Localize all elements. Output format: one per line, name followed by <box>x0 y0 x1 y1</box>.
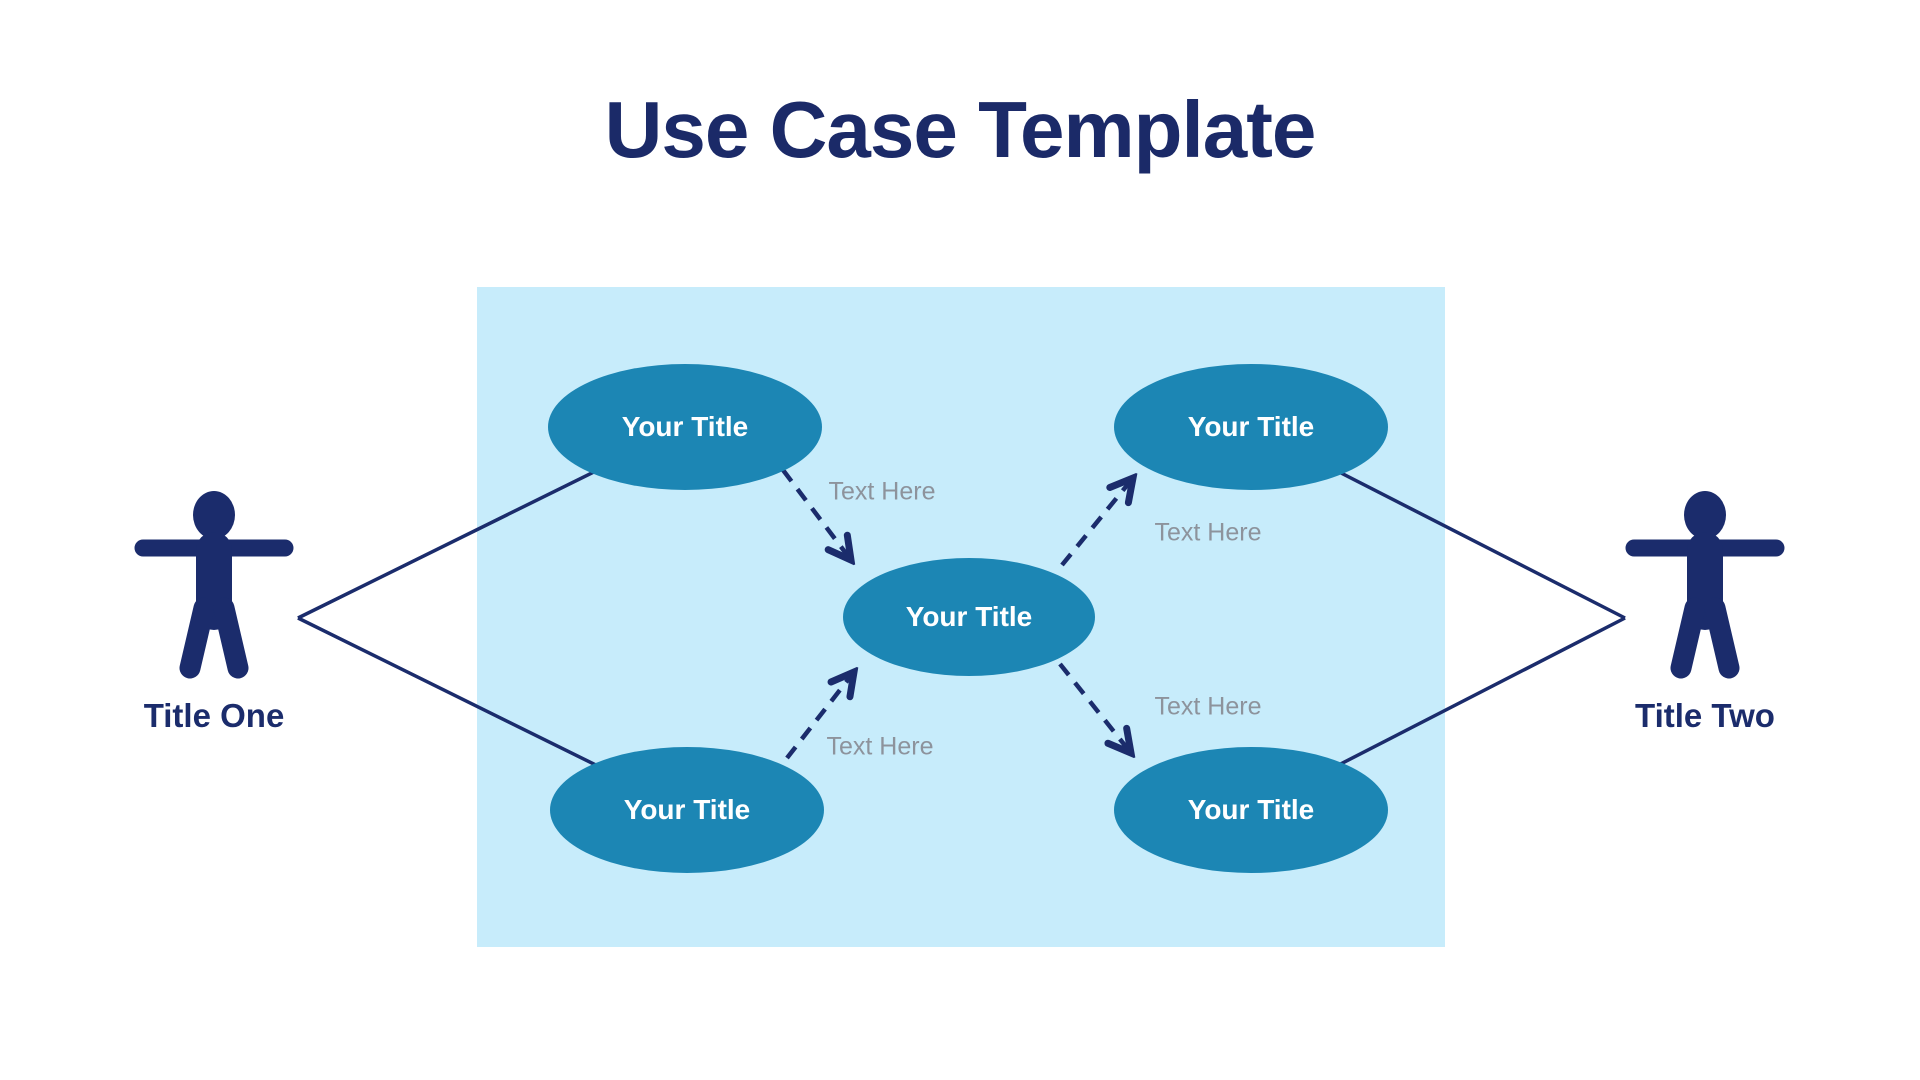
edge-label-bottomleft-to-center[interactable]: Text Here <box>826 732 934 761</box>
usecase-node-center[interactable]: Your Title <box>843 558 1095 676</box>
usecase-label: Your Title <box>623 794 751 825</box>
edge-label-center-to-topright[interactable]: Text Here <box>1154 518 1262 547</box>
usecase-label: Your Title <box>1187 411 1315 442</box>
usecase-label: Your Title <box>1187 794 1315 825</box>
person-icon <box>134 491 294 679</box>
person-icon <box>1625 491 1785 679</box>
actor-title-one[interactable]: Title One <box>129 488 299 735</box>
actor-label: Title One <box>143 697 285 734</box>
usecase-label: Your Title <box>621 411 749 442</box>
page-title: Use Case Template <box>604 85 1317 174</box>
usecase-node-top-right[interactable]: Your Title <box>1114 364 1388 490</box>
actor-title-two[interactable]: Title Two <box>1620 488 1790 735</box>
usecase-node-top-left[interactable]: Your Title <box>548 364 822 490</box>
usecase-node-bottom-right[interactable]: Your Title <box>1114 747 1388 873</box>
usecase-node-bottom-left[interactable]: Your Title <box>550 747 824 873</box>
edge-label-topleft-to-center[interactable]: Text Here <box>828 477 936 506</box>
usecase-label: Your Title <box>905 601 1033 632</box>
edge-label-center-to-bottomright[interactable]: Text Here <box>1154 692 1262 721</box>
actor-label: Title Two <box>1635 697 1775 734</box>
